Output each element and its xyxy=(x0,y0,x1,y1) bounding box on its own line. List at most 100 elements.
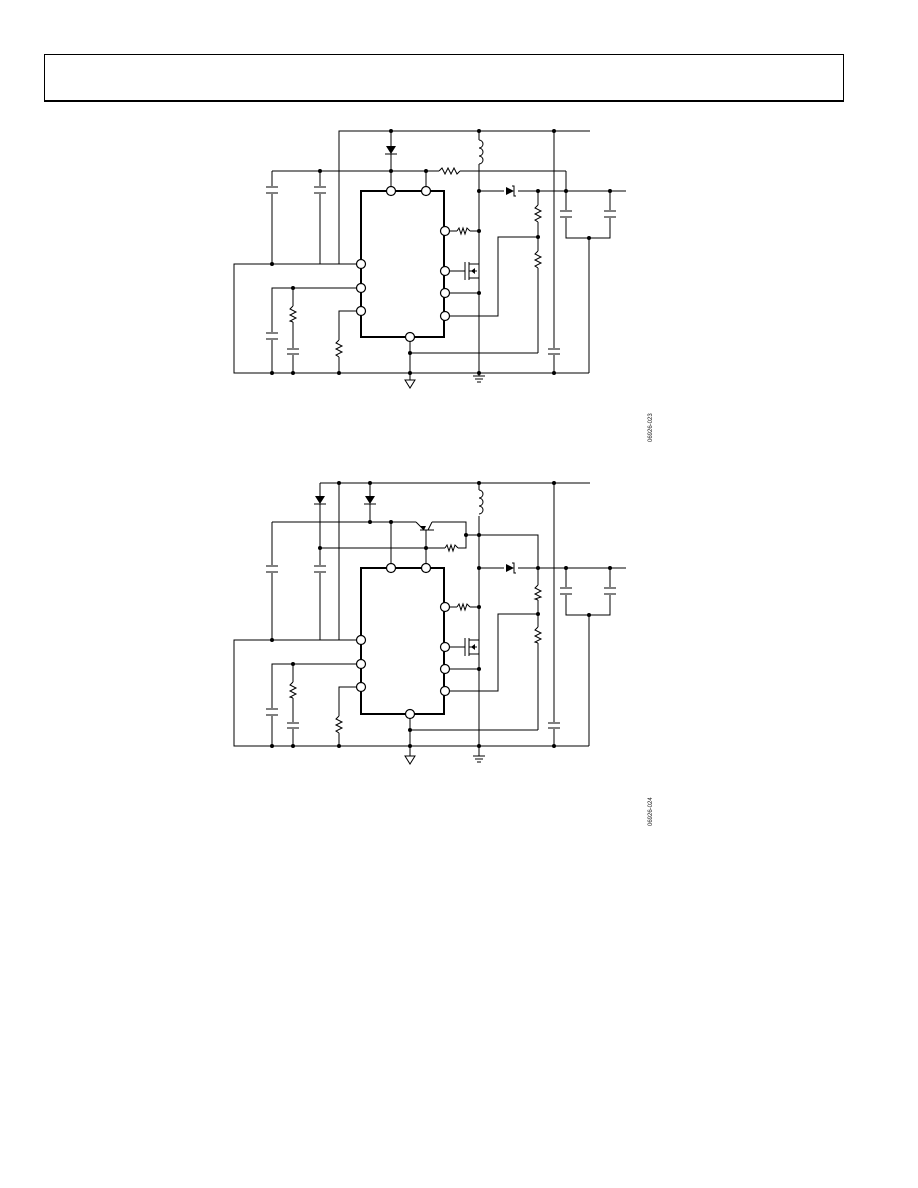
junction-dot xyxy=(564,189,568,193)
wire xyxy=(338,310,360,340)
resistor-symbol xyxy=(533,250,543,269)
junction-dot xyxy=(424,546,428,550)
schottky-diode-symbol xyxy=(506,187,514,195)
ic-pin xyxy=(439,265,451,277)
junction-dot xyxy=(291,744,295,748)
resistor-symbol xyxy=(334,715,344,734)
page-header-box xyxy=(44,54,844,102)
wire xyxy=(233,573,589,747)
junction-dot xyxy=(477,605,481,609)
ic-pin xyxy=(355,634,367,646)
junction-dot xyxy=(270,638,274,642)
junction-dot xyxy=(552,744,556,748)
ic-pin xyxy=(355,305,367,317)
junction-dot xyxy=(424,169,428,173)
figure-1-id-label: 06926-023 xyxy=(648,413,654,442)
junction-dot xyxy=(477,744,481,748)
junction-dot xyxy=(608,189,612,193)
figure-2-id-label: 06926-024 xyxy=(648,797,654,826)
junction-dot xyxy=(291,371,295,375)
junction-dot xyxy=(318,169,322,173)
resistor-symbol xyxy=(533,584,543,601)
junction-dot xyxy=(552,481,556,485)
junction-dot xyxy=(477,371,481,375)
junction-dot xyxy=(552,371,556,375)
inductor-symbol xyxy=(478,489,484,515)
ic-pin xyxy=(355,282,367,294)
wire xyxy=(445,613,538,692)
resistor-symbol xyxy=(456,226,471,236)
resistor-symbol xyxy=(456,602,471,612)
junction-dot xyxy=(536,566,540,570)
junction-dot xyxy=(608,566,612,570)
junction-dot xyxy=(389,169,393,173)
junction-dot xyxy=(408,744,412,748)
wire xyxy=(458,534,539,568)
junction-dot xyxy=(477,129,481,133)
junction-dot xyxy=(389,129,393,133)
resistor-symbol xyxy=(334,339,344,358)
diode-symbol xyxy=(365,496,375,504)
resistor-symbol xyxy=(288,681,298,699)
schematic-figure-1 xyxy=(233,129,626,389)
ic-pin xyxy=(439,601,451,613)
junction-dot xyxy=(464,533,468,537)
resistor-symbol xyxy=(533,626,543,644)
junction-dot xyxy=(270,744,274,748)
junction-dot xyxy=(408,351,412,355)
signal-ground-symbol xyxy=(404,379,416,389)
wire xyxy=(271,663,360,708)
ic-body xyxy=(360,567,445,715)
schottky-diode-symbol xyxy=(506,564,514,572)
ic-pin xyxy=(439,641,451,653)
power-ground-symbol xyxy=(473,755,485,763)
mosfet-symbol xyxy=(464,638,479,656)
ic-pin xyxy=(404,331,416,343)
inductor-symbol xyxy=(478,139,484,165)
junction-dot xyxy=(408,371,412,375)
junction-dot xyxy=(536,235,540,239)
junction-dot xyxy=(270,262,274,266)
ic-pin xyxy=(385,562,397,574)
junction-dot xyxy=(270,371,274,375)
junction-dot xyxy=(368,520,372,524)
junction-dot xyxy=(564,566,568,570)
wire xyxy=(565,595,611,616)
ic-pin xyxy=(355,681,367,693)
ic-pin xyxy=(420,562,432,574)
wire xyxy=(338,686,360,716)
junction-dot xyxy=(368,481,372,485)
junction-dot xyxy=(291,286,295,290)
junction-dot xyxy=(291,662,295,666)
power-ground-symbol xyxy=(473,375,485,383)
ic-pin xyxy=(439,287,451,299)
ic-pin xyxy=(355,658,367,670)
junction-dot xyxy=(587,613,591,617)
ic-pin xyxy=(404,708,416,720)
junction-dot xyxy=(587,236,591,240)
junction-dot xyxy=(337,481,341,485)
schematic-figure-2 xyxy=(233,481,626,765)
ic-pin xyxy=(439,310,451,322)
junction-dot xyxy=(477,189,481,193)
ic-pin xyxy=(439,685,451,697)
junction-dot xyxy=(389,520,393,524)
junction-dot xyxy=(536,189,540,193)
resistor-symbol xyxy=(444,543,459,553)
wire xyxy=(338,130,590,264)
junction-dot xyxy=(477,291,481,295)
ic-pin xyxy=(385,185,397,197)
diode-symbol xyxy=(315,496,325,504)
junction-dot xyxy=(536,612,540,616)
wire xyxy=(271,287,360,332)
ic-pin xyxy=(439,225,451,237)
wire xyxy=(233,194,589,374)
ic-pin xyxy=(439,663,451,675)
junction-dot xyxy=(477,533,481,537)
resistor-symbol xyxy=(288,305,298,323)
junction-dot xyxy=(477,229,481,233)
junction-dot xyxy=(337,744,341,748)
wire xyxy=(432,521,467,535)
junction-dot xyxy=(318,546,322,550)
ic-pin xyxy=(355,258,367,270)
